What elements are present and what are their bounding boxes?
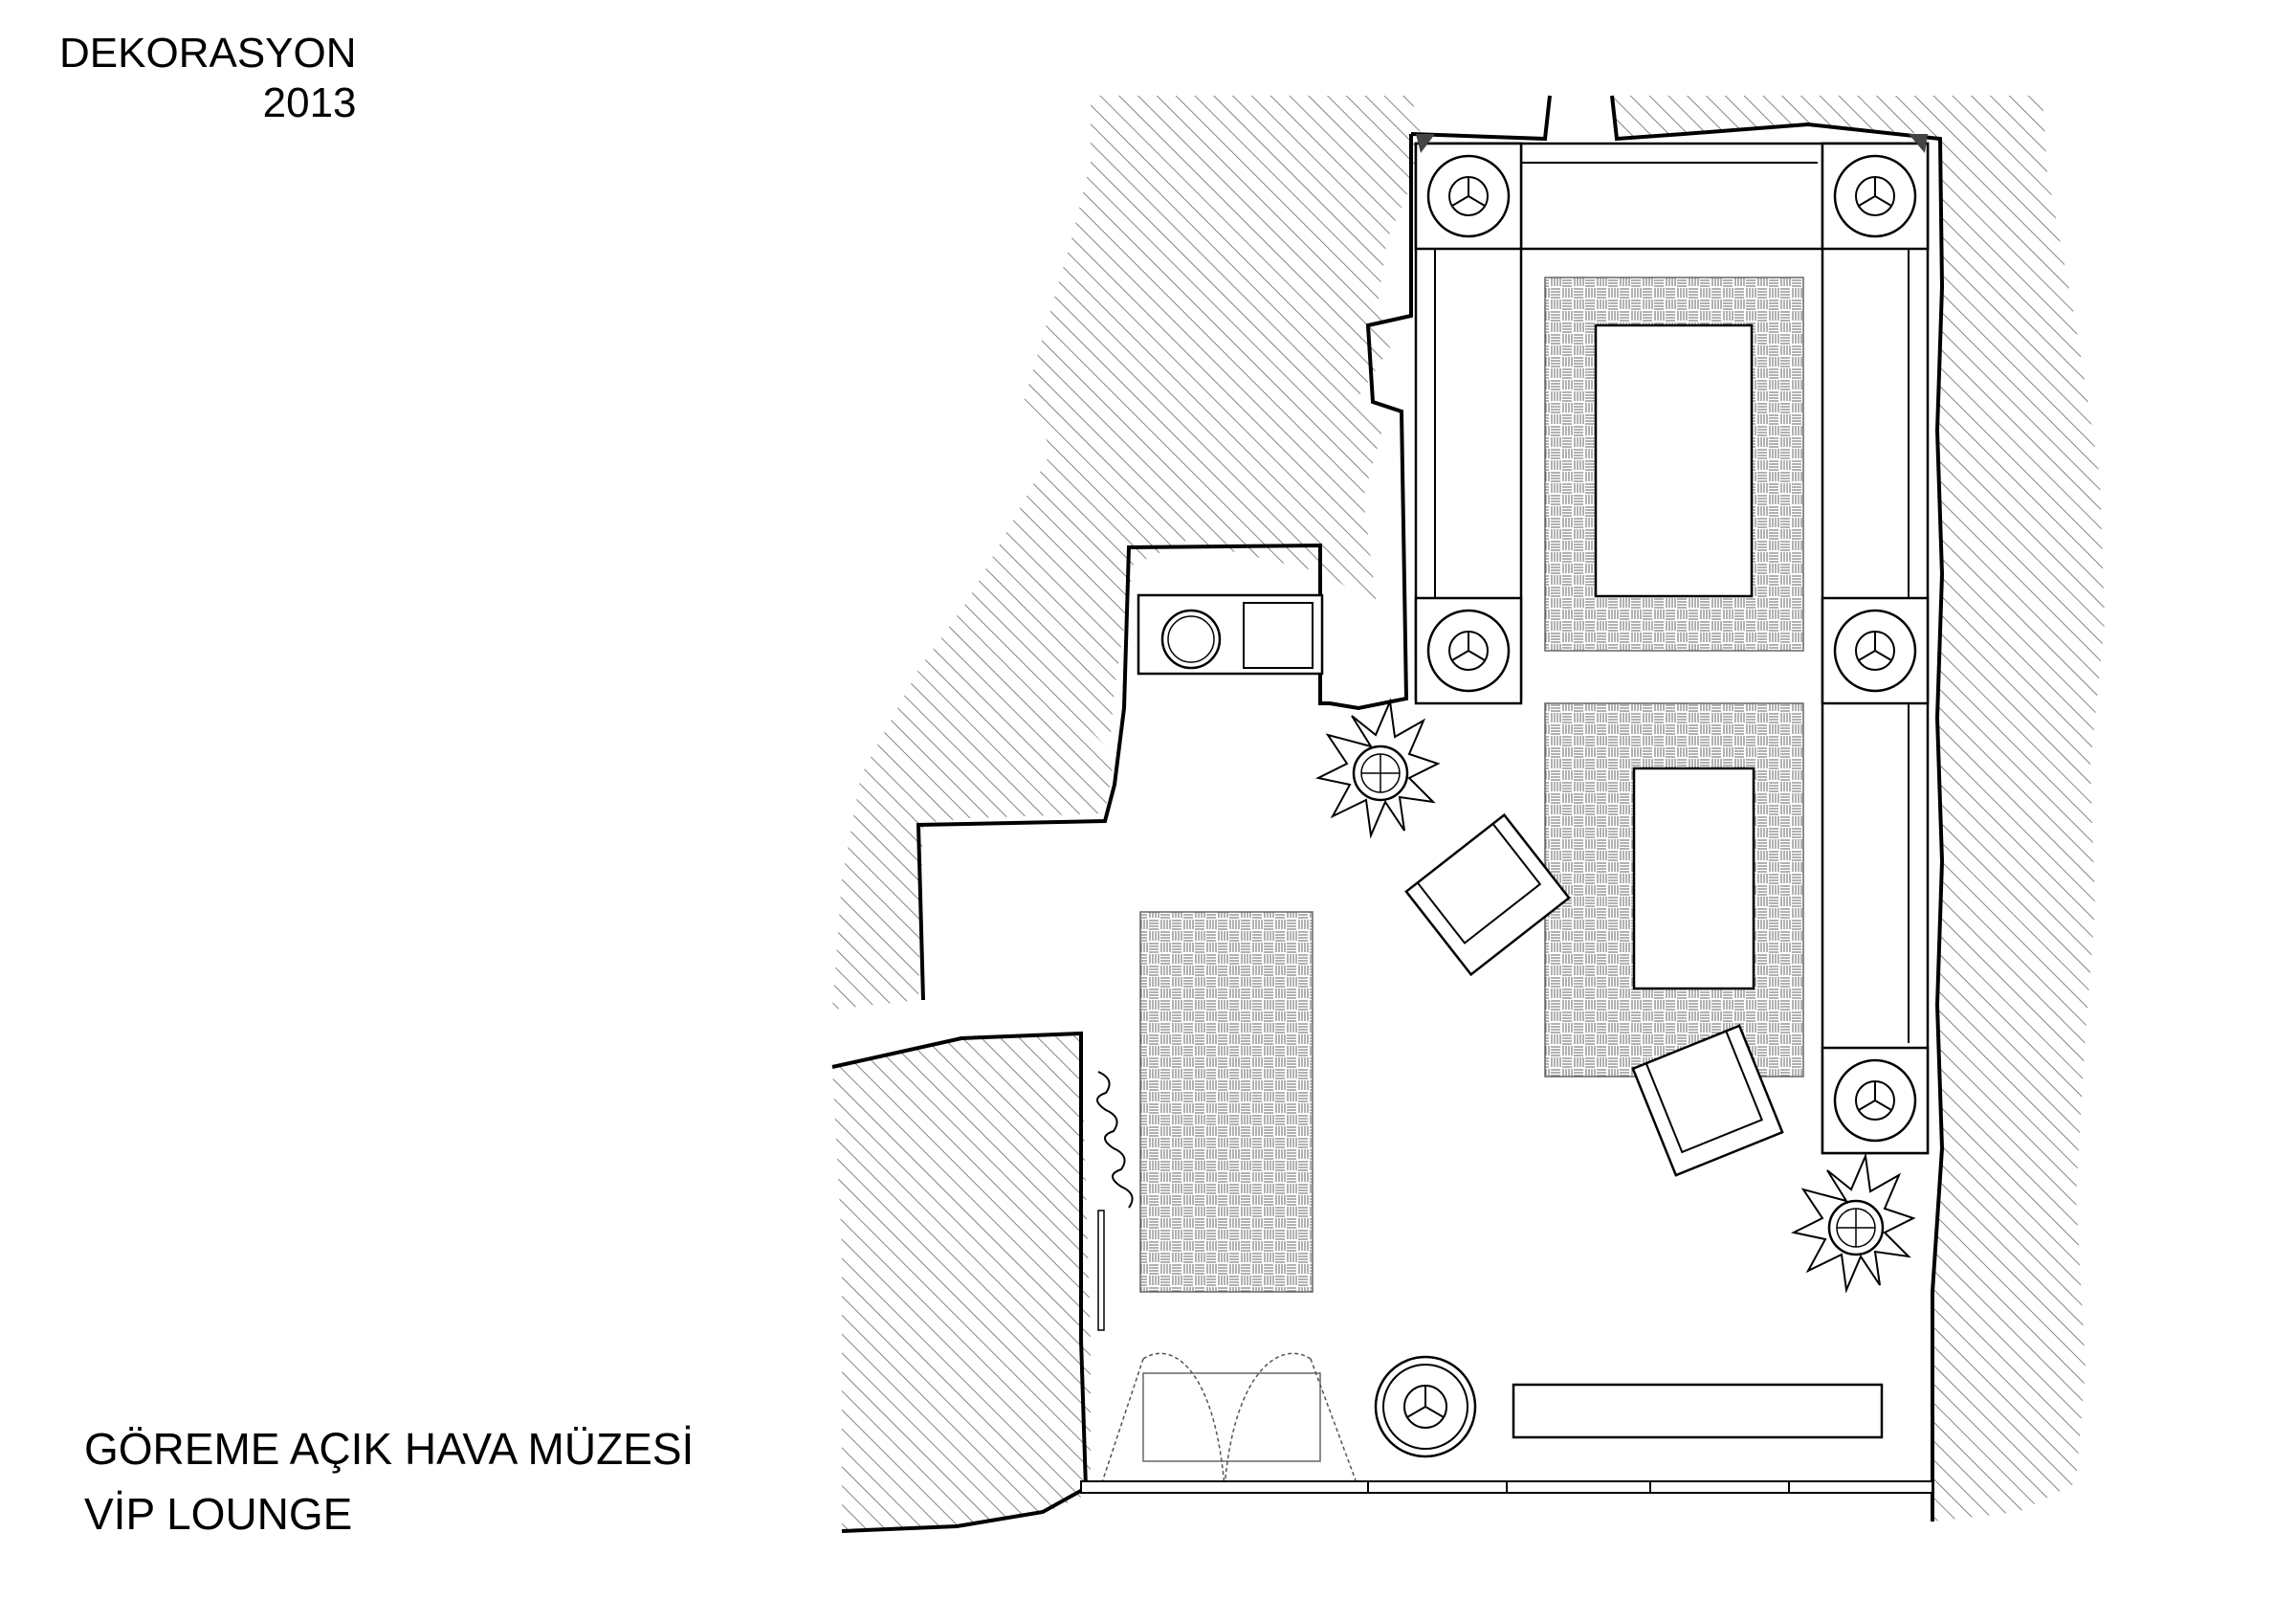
round-side-table	[1374, 1355, 1477, 1458]
potted-plant-upper	[1316, 700, 1440, 837]
rock-mass-bottom-left	[831, 1031, 1091, 1533]
rock-mass-right	[1410, 95, 2105, 1522]
rug-entrance	[1139, 911, 1314, 1293]
drawing-label: DEKORASYON	[59, 30, 357, 77]
entrance-door	[1099, 1352, 1359, 1489]
glazing-wall	[1080, 1210, 1933, 1494]
drawing-title-block: DEKORASYON 2013	[59, 29, 357, 128]
console-bench	[1512, 1383, 1884, 1439]
drawing-caption: GÖREME AÇIK HAVA MÜZESİ VİP LOUNGE	[84, 1416, 694, 1546]
potted-plant-lower	[1792, 1154, 1915, 1292]
fireplace-niche	[1137, 593, 1324, 676]
armchair-upper	[1404, 812, 1571, 977]
rug-upper	[1544, 277, 1804, 652]
coat-hooks	[1096, 1071, 1134, 1209]
caption-room: VİP LOUNGE	[84, 1489, 353, 1539]
rock-mass-left	[832, 96, 1425, 1010]
caption-location: GÖREME AÇIK HAVA MÜZESİ	[84, 1424, 695, 1474]
armchair-lower	[1631, 1024, 1784, 1177]
sectional-sofa	[1414, 134, 1930, 1155]
drawing-year: 2013	[262, 79, 357, 126]
rug-lower	[1544, 702, 1804, 1078]
